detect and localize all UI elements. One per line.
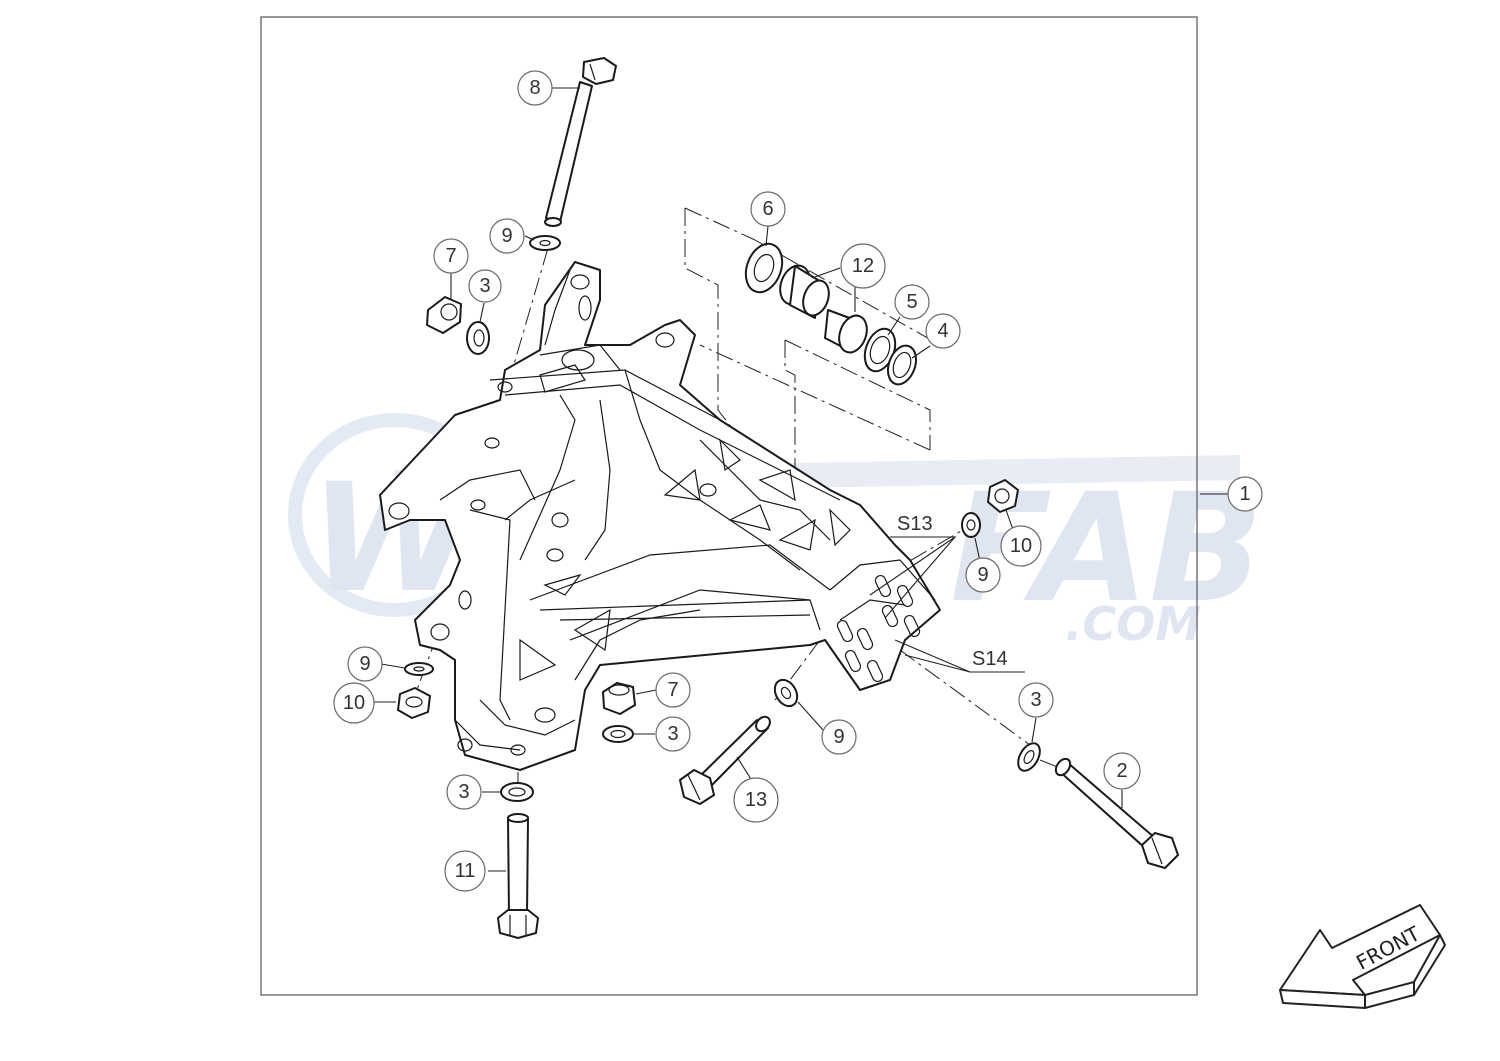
main-bracket: [379, 261, 941, 771]
weld-label-s13: S13: [897, 513, 933, 535]
callout-9-right: 9: [965, 557, 1001, 593]
washer-3-right: [1017, 742, 1041, 772]
callout-9-left-number: 9: [359, 653, 370, 675]
callout-2-number: 2: [1116, 760, 1127, 782]
bolt-8: [544, 57, 617, 227]
callout-3-top: 3: [468, 269, 502, 303]
callout-8-number: 8: [529, 77, 540, 99]
callout-5-number: 5: [906, 291, 917, 313]
callout-3-top-number: 3: [479, 275, 490, 297]
callout-10-left-number: 10: [343, 692, 365, 714]
assembly-centerlines: [414, 207, 1066, 790]
callout-7-lower-number: 7: [667, 679, 678, 701]
weld-label-s14: S14: [972, 648, 1008, 670]
callout-6: 6: [750, 191, 786, 227]
nut-7-lower: [602, 682, 636, 715]
callout-7-lower: 7: [655, 672, 691, 708]
callout-10-right-number: 10: [1010, 535, 1032, 557]
callout-13: 13: [733, 777, 779, 823]
washer-9-top: [529, 235, 561, 251]
nut-10-left: [397, 687, 431, 719]
callout-9-top: 9: [489, 218, 525, 254]
callout-13-number: 13: [745, 789, 767, 811]
callout-8: 8: [517, 70, 553, 106]
nut-7-top: [426, 296, 462, 334]
callout-3-bottom-number: 3: [458, 781, 469, 803]
washer-9-right: [961, 512, 981, 538]
nut-10-right: [987, 479, 1019, 513]
callout-7-top: 7: [433, 238, 469, 274]
callout-9-right-number: 9: [977, 564, 988, 586]
washer-3-lower: [602, 725, 634, 743]
callout-5: 5: [894, 284, 930, 320]
slotted-plates: [836, 574, 921, 683]
callout-1: 1: [1227, 476, 1263, 512]
callout-3-lower: 3: [655, 716, 691, 752]
washer-3-bottom: [500, 782, 534, 802]
callout-12: 12: [840, 243, 886, 289]
callout-9-top-number: 9: [501, 225, 512, 247]
callout-3-right: 3: [1018, 682, 1054, 718]
callout-9-lower-number: 9: [833, 726, 844, 748]
bolt-11: [497, 813, 539, 939]
callout-11: 11: [444, 850, 486, 892]
callout-4: 4: [925, 313, 961, 349]
callout-10-right: 10: [1000, 525, 1042, 567]
callout-9-lower: 9: [821, 719, 857, 755]
callout-2: 2: [1103, 752, 1141, 790]
callout-3-bottom: 3: [446, 774, 482, 810]
callout-4-number: 4: [937, 320, 948, 342]
callout-1-number: 1: [1239, 483, 1250, 505]
callout-3-right-number: 3: [1030, 689, 1041, 711]
callout-6-number: 6: [762, 198, 773, 220]
drawing-frame: [260, 16, 1198, 996]
callout-10-left: 10: [333, 682, 375, 724]
washer-9-left: [404, 662, 434, 676]
callout-3-lower-number: 3: [667, 723, 678, 745]
bushing-stack: [744, 242, 918, 386]
leader-lines: [374, 87, 1228, 872]
watermark-domain: .COM: [1065, 597, 1201, 651]
callout-7-top-number: 7: [445, 245, 456, 267]
callout-11-number: 11: [455, 860, 476, 882]
bolt-13: [679, 715, 771, 805]
callout-12-number: 12: [852, 255, 874, 277]
bolt-2: [1054, 757, 1179, 869]
washer-9-lower: [773, 678, 799, 708]
front-direction-arrow: FRONT: [1279, 904, 1446, 1009]
washer-3-top: [466, 321, 490, 355]
callout-9-left: 9: [347, 646, 383, 682]
